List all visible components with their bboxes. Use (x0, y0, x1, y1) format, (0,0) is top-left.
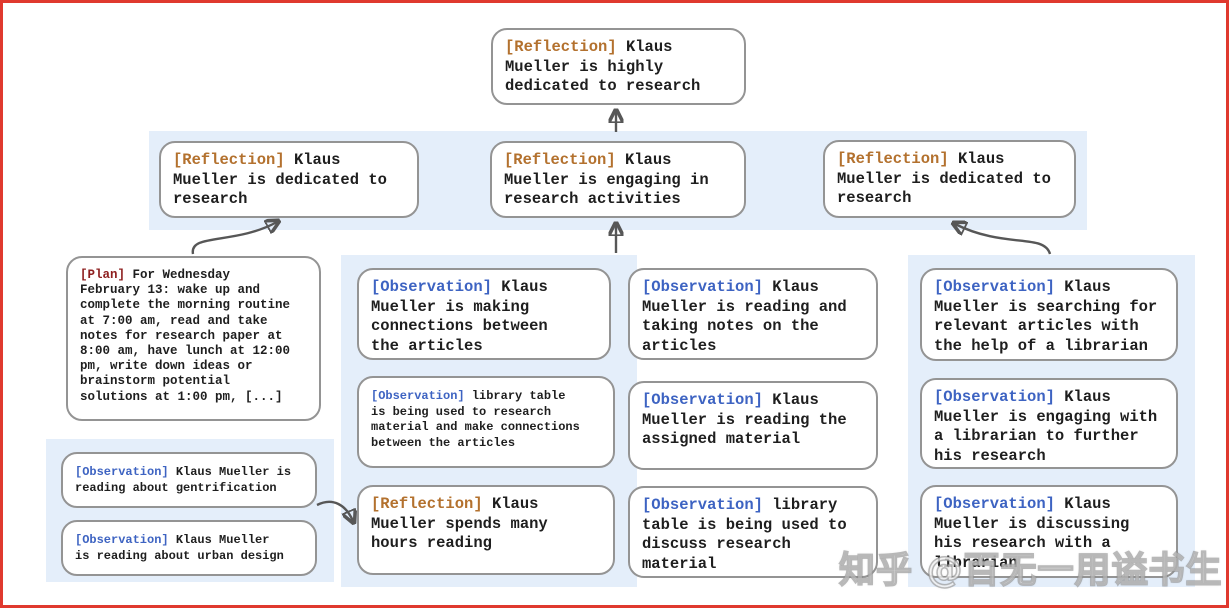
node-tag: [Observation] (642, 278, 763, 296)
zhihu-watermark: 知乎 @百无一用谥书生 (838, 549, 1223, 592)
node-tag: [Observation] (934, 388, 1055, 406)
node-reflection-right: [Reflection] Klaus Mueller is dedicated … (823, 140, 1076, 218)
node-observation-library-discuss: [Observation] library table is being use… (628, 486, 878, 578)
node-observation-librarian-discuss: [Observation] Klaus Mueller is discussin… (920, 485, 1178, 578)
node-text: For Wednesday February 13: wake up and c… (80, 268, 291, 404)
node-text: Klaus Mueller is engaging in research ac… (504, 151, 709, 208)
node-observation-connections: [Observation] Klaus Mueller is making co… (357, 268, 611, 360)
node-tag: [Observation] (934, 495, 1055, 513)
node-tag: [Observation] (371, 278, 492, 296)
node-tag: [Observation] (371, 389, 465, 403)
node-observation-gentrification: [Observation] Klaus Mueller is reading a… (61, 452, 317, 508)
node-tag: [Reflection] (505, 38, 617, 56)
node-text: Klaus Mueller is reading about urban des… (75, 533, 284, 563)
node-tag: [Reflection] (173, 151, 285, 169)
node-tag: [Observation] (642, 391, 763, 409)
node-observation-searching-articles: [Observation] Klaus Mueller is searching… (920, 268, 1178, 361)
node-text: Klaus Mueller is reading the assigned ma… (642, 391, 847, 448)
node-text: Klaus Mueller is making connections betw… (371, 278, 548, 355)
node-tag: [Plan] (80, 268, 126, 282)
node-tag: [Observation] (75, 465, 169, 479)
node-reflection-hours-reading: [Reflection] Klaus Mueller spends many h… (357, 485, 615, 575)
node-reflection-middle: [Reflection] Klaus Mueller is engaging i… (490, 141, 746, 218)
node-text: Klaus Mueller spends many hours reading (371, 495, 548, 552)
node-text: Klaus Mueller is engaging with a librari… (934, 388, 1158, 465)
node-text: Klaus Mueller is searching for relevant … (934, 278, 1158, 355)
node-tag: [Reflection] (504, 151, 616, 169)
node-observation-assigned-material: [Observation] Klaus Mueller is reading t… (628, 381, 878, 470)
node-text: Klaus Mueller is reading about gentrific… (75, 465, 292, 495)
node-tag: [Reflection] (371, 495, 483, 513)
node-tag: [Observation] (934, 278, 1055, 296)
node-tag: [Observation] (642, 496, 763, 514)
node-reflection-root: [Reflection] Klaus Mueller is highly ded… (491, 28, 746, 105)
node-text: Klaus Mueller is highly dedicated to res… (505, 38, 701, 95)
node-text: Klaus Mueller is reading and taking note… (642, 278, 847, 355)
node-tag: [Observation] (75, 533, 169, 547)
node-text: library table is being used to research … (371, 389, 580, 450)
node-observation-taking-notes: [Observation] Klaus Mueller is reading a… (628, 268, 878, 360)
node-plan: [Plan] For Wednesday February 13: wake u… (66, 256, 321, 421)
node-observation-librarian-engage: [Observation] Klaus Mueller is engaging … (920, 378, 1178, 469)
node-text: library table is being used to discuss r… (642, 496, 847, 573)
node-text: Klaus Mueller is dedicated to research (837, 150, 1051, 207)
node-reflection-left: [Reflection] Klaus Mueller is dedicated … (159, 141, 419, 218)
node-observation-urban-design: [Observation] Klaus Mueller is reading a… (61, 520, 317, 576)
node-text: Klaus Mueller is discussing his research… (934, 495, 1130, 572)
node-tag: [Reflection] (837, 150, 949, 168)
node-observation-library-research: [Observation] library table is being use… (357, 376, 615, 468)
node-text: Klaus Mueller is dedicated to research (173, 151, 387, 208)
